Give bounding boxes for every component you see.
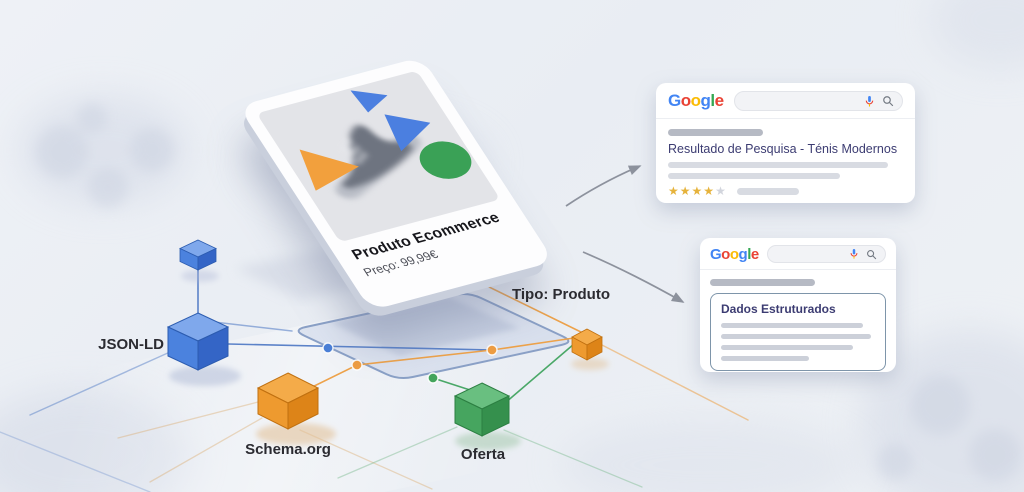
structured-data-panel: Dados Estruturados (710, 293, 886, 371)
google-logo: Google (710, 245, 759, 263)
search-input[interactable] (766, 245, 886, 263)
star-rating: ★★★★★ (668, 184, 727, 198)
skeleton-bar (721, 323, 863, 328)
panel-title: Dados Estruturados (721, 302, 836, 316)
search-icon[interactable] (882, 95, 894, 107)
skeleton-bar (736, 187, 799, 195)
tipo-produto-cube (571, 328, 603, 361)
label-oferta: Oferta (460, 446, 506, 463)
label-schema-org: Schema.org (245, 441, 331, 458)
mic-icon[interactable] (849, 248, 859, 260)
cube-shadows (169, 270, 609, 450)
background-blob (560, 420, 860, 492)
skeleton-bar (721, 334, 871, 339)
google-logo: Google (668, 91, 724, 110)
skeleton-bar (721, 356, 809, 361)
oferta-cube (453, 382, 511, 437)
schema-org-cube (256, 372, 320, 430)
network-lines (0, 257, 749, 492)
arrow-to-serp-result (565, 165, 642, 207)
mic-icon[interactable] (864, 95, 875, 108)
platform-inner-shadow (330, 297, 520, 356)
json-ld-small-cube (179, 239, 217, 271)
green-node (427, 372, 439, 384)
connector-nodes (322, 342, 498, 384)
search-icon[interactable] (866, 249, 877, 260)
product-card: Produto Ecommerce Preço: 99,99€ (238, 56, 555, 311)
search-input[interactable] (733, 91, 903, 111)
arrow-to-structured-data (582, 251, 685, 303)
json-ld-cube (166, 312, 230, 371)
skeleton-bar (668, 162, 888, 168)
product-image-area (256, 70, 501, 243)
result-title[interactable]: Resultado de Pesquisa - Ténis Modernos (668, 142, 898, 156)
divider (700, 269, 896, 270)
orange-node (486, 344, 498, 356)
blue-node (322, 342, 334, 354)
molecule-decoration (36, 103, 1021, 481)
skeleton-bar (668, 129, 763, 136)
structured-data-card: Google Dados Estruturados (700, 238, 896, 372)
skeleton-bar (668, 173, 840, 179)
serp-result-card: Google Resultado de Pesquisa - Ténis Mod… (656, 83, 915, 203)
sneaker-icon (335, 125, 421, 199)
skeleton-bar (710, 279, 815, 286)
label-tipo-produto: Tipo: Produto (511, 286, 611, 303)
skeleton-bar (721, 345, 853, 350)
divider (656, 118, 915, 119)
orange-node (351, 359, 363, 371)
label-json-ld: JSON-LD (98, 336, 164, 353)
